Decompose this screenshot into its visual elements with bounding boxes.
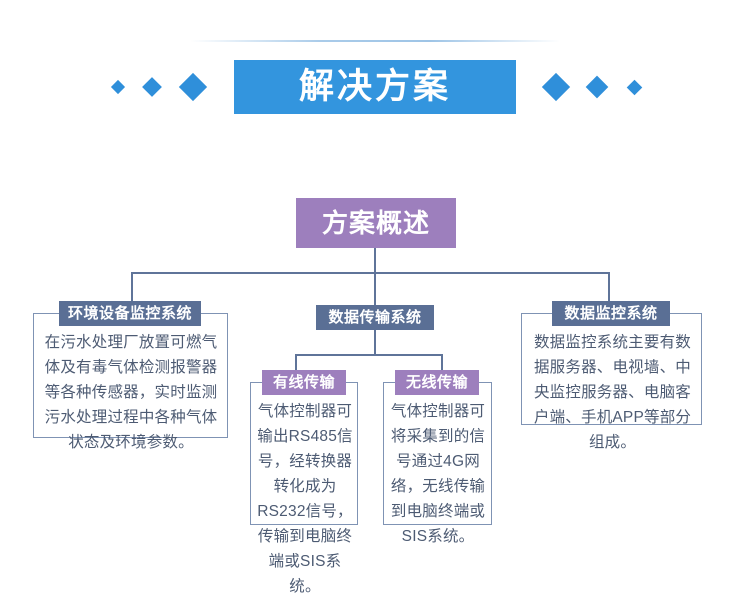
diamond-ornament-right-2 [585, 75, 609, 99]
diamond-ornament-left-3 [178, 72, 208, 102]
diamond-ornament-left-1 [110, 79, 126, 95]
header-divider-rule [190, 40, 560, 42]
page-header: 解决方案 [0, 0, 750, 145]
branch-box-wired: 气体控制器可输出RS485信号，经转换器转化成为RS232信号，传输到电脑终端或… [250, 382, 358, 595]
branch-box-monitor: 数据监控系统主要有数据服务器、电视墙、中央监控服务器、电脑客户端、手机APP等部… [521, 313, 702, 451]
connector-drop-env [131, 272, 133, 308]
connector-level2-bus [131, 272, 610, 274]
connector-drop-transmission [374, 272, 376, 308]
branch-body-wireless: 气体控制器可将采集到的信号通过4G网络，无线传输到电脑终端或SIS系统。 [390, 403, 486, 545]
root-node-overview: 方案概述 [296, 198, 456, 248]
header-banner: 解决方案 [234, 60, 516, 114]
connector-drop-monitor [608, 272, 610, 308]
branch-box-env: 在污水处理厂放置可燃气体及有毒气体检测报警器等各种传感器，实时监测污水处理过程中… [33, 313, 228, 451]
branch-body-wired: 气体控制器可输出RS485信号，经转换器转化成为RS232信号，传输到电脑终端或… [257, 403, 353, 595]
connector-level3-bus [295, 354, 443, 356]
branch-box-wireless: 气体控制器可将采集到的信号通过4G网络，无线传输到电脑终端或SIS系统。 [383, 382, 492, 545]
diamond-ornament-right-1 [541, 72, 571, 102]
connector-root-stem [374, 248, 376, 272]
branch-body-env: 在污水处理厂放置可燃气体及有毒气体检测报警器等各种传感器，实时监测污水处理过程中… [44, 334, 218, 451]
branch-body-monitor: 数据监控系统主要有数据服务器、电视墙、中央监控服务器、电脑客户端、手机APP等部… [533, 334, 692, 451]
connector-transmission-stem [374, 330, 376, 354]
branch-title-env: 环境设备监控系统 [59, 301, 201, 326]
branch-title-transmission: 数据传输系统 [316, 305, 434, 330]
branch-title-monitor: 数据监控系统 [552, 301, 670, 326]
branch-title-wired: 有线传输 [262, 370, 346, 395]
root-node-label: 方案概述 [321, 208, 430, 238]
branch-title-wireless: 无线传输 [395, 370, 479, 395]
diamond-ornament-right-3 [626, 79, 643, 96]
connector-drop-wireless [441, 354, 443, 382]
connector-drop-wired [295, 354, 297, 382]
diamond-ornament-left-2 [142, 77, 162, 97]
page-title: 解决方案 [298, 67, 451, 106]
